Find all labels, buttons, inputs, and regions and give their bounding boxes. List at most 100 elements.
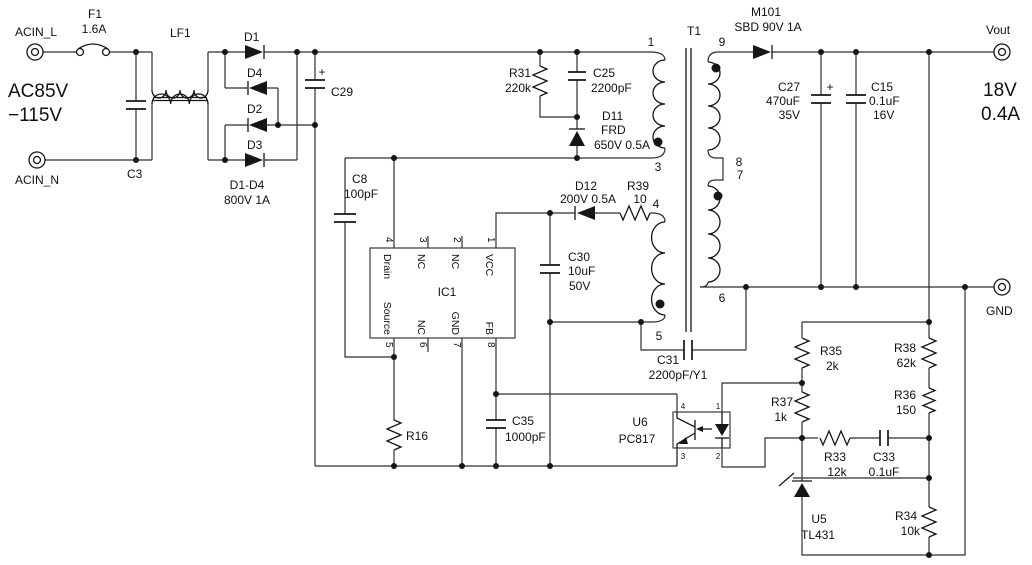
label-f1-ref: F1 [88, 7, 102, 21]
label-c8-ref: C8 [352, 172, 368, 186]
label-r39-ref: R39 [627, 179, 649, 193]
label-d12-rating: 200V 0.5A [560, 192, 616, 206]
capacitor-C8 [334, 213, 356, 223]
terminal-vout [993, 43, 1011, 61]
t1-pin-7: 7 [737, 168, 744, 182]
label-lf1-ref: LF1 [170, 26, 191, 40]
t1-pin-8: 8 [736, 155, 743, 169]
resistor-R33 [819, 429, 851, 447]
ic1-pin-num-6: 6 [417, 342, 428, 348]
diode-M101 [753, 45, 773, 59]
label-r33-val: 12k [827, 465, 847, 479]
diode-D4 [247, 81, 267, 95]
label-c25-ref: C25 [593, 66, 615, 80]
label-c8-val: 100pF [344, 187, 378, 201]
label-c33-ref: C33 [873, 450, 895, 464]
label-d12-ref: D12 [575, 179, 597, 193]
label-r34-val: 10k [901, 524, 921, 538]
ic1-pin-num-7: 7 [451, 342, 462, 348]
capacitor-C15 [846, 94, 866, 104]
ic1-pin-name-nc2: NC [449, 254, 461, 270]
label-r31-val: 220k [505, 81, 532, 95]
label-f1-val: 1.6A [82, 22, 107, 36]
ic1-pin-name-gnd: GND [449, 312, 461, 336]
label-vout: Vout [986, 23, 1011, 37]
diode-D3 [245, 153, 265, 167]
ic1-pin-name-nc3: NC [415, 254, 427, 270]
resistor-R31 [531, 65, 549, 97]
resistor-R16 [385, 419, 403, 451]
capacitor-C31 [683, 340, 693, 360]
label-c35-val: 1000pF [505, 430, 546, 444]
capacitor-C30 [540, 264, 560, 274]
capacitor-C35 [486, 419, 506, 429]
label-c15-rating: 16V [873, 108, 894, 122]
capacitor-C29 [305, 79, 325, 89]
label-c27-val: 470uF [766, 94, 800, 108]
u6-pin-1: 1 [716, 402, 721, 411]
label-d3-ref: D3 [247, 138, 263, 152]
ic-IC1 [369, 247, 516, 339]
label-bridge-rating: 800V 1A [224, 193, 270, 207]
u6-pin-labels: 4 1 3 2 [681, 402, 721, 461]
label-c15-ref: C15 [871, 80, 893, 94]
label-d4-ref: D4 [247, 66, 263, 80]
label-m101-ref: M101 [751, 5, 781, 19]
polarity-dot-aux [655, 299, 665, 309]
label-c27-ref: C27 [778, 80, 800, 94]
label-c30-ref: C30 [568, 250, 590, 264]
t1-pin-4: 4 [653, 197, 660, 211]
label-ic1-ref: IC1 [438, 285, 457, 299]
label-r36-ref: R36 [894, 388, 916, 402]
label-gnd: GND [986, 304, 1013, 318]
capacitor-C25 [568, 71, 586, 81]
u6-pin-2: 2 [716, 452, 721, 461]
polarity-dot-sec1 [711, 63, 721, 73]
label-r16-ref: R16 [406, 429, 428, 443]
fuse-F1 [75, 43, 111, 57]
t1-pin-6: 6 [719, 291, 726, 305]
u6-pin-3: 3 [681, 452, 686, 461]
label-r38-val: 62k [897, 356, 917, 370]
label-acin-l: ACIN_L [15, 25, 57, 39]
resistor-R38 [920, 337, 938, 369]
label-out-voltage: 18V [983, 80, 1017, 101]
transformer-T1 [649, 48, 724, 332]
ic1-pin-num-5: 5 [383, 342, 394, 348]
ic1-pin-name-source: Source [381, 302, 393, 335]
label-u5-part: TL431 [801, 528, 835, 542]
ic1-pin-name-fb: FB [483, 322, 495, 335]
diode-D1 [245, 45, 265, 59]
label-r39-val: 10 [633, 192, 647, 206]
label-c30-rating: 50V [569, 279, 590, 293]
label-d11-rating: 650V 0.5A [594, 138, 650, 152]
resistor-R37 [793, 391, 811, 423]
label-ac-range-2: −115V [8, 105, 62, 126]
ic1-pin-name-nc6: NC [415, 320, 427, 336]
shunt-regulator-U5 [778, 472, 812, 497]
label-c35-ref: C35 [512, 414, 534, 428]
label-d1-ref: D1 [244, 30, 260, 44]
label-d2-ref: D2 [247, 102, 263, 116]
ic1-pin-name-vcc: VCC [483, 254, 495, 277]
label-c27-plus: + [826, 80, 833, 94]
diode-D12 [574, 206, 595, 220]
optocoupler-U6 [672, 411, 731, 449]
resistor-R34 [920, 506, 938, 538]
ic1-pin-num-3: 3 [417, 237, 428, 243]
t1-pin-labels: 1 3 4 5 9 8 7 6 [648, 35, 744, 343]
label-r34-ref: R34 [895, 509, 917, 523]
label-c30-val: 10uF [568, 264, 595, 278]
ic1-pin-num-1: 1 [485, 237, 496, 243]
terminal-gnd [993, 278, 1011, 296]
label-r37-val: 1k [774, 410, 788, 424]
diode-D2 [247, 118, 267, 132]
label-c29-plus: + [318, 65, 325, 79]
label-u6-ref: U6 [632, 415, 648, 429]
label-c33-val: 0.1uF [869, 465, 900, 479]
label-c29-ref: C29 [331, 85, 353, 99]
label-c31-ref: C31 [657, 353, 679, 367]
label-c27-rating: 35V [779, 108, 800, 122]
